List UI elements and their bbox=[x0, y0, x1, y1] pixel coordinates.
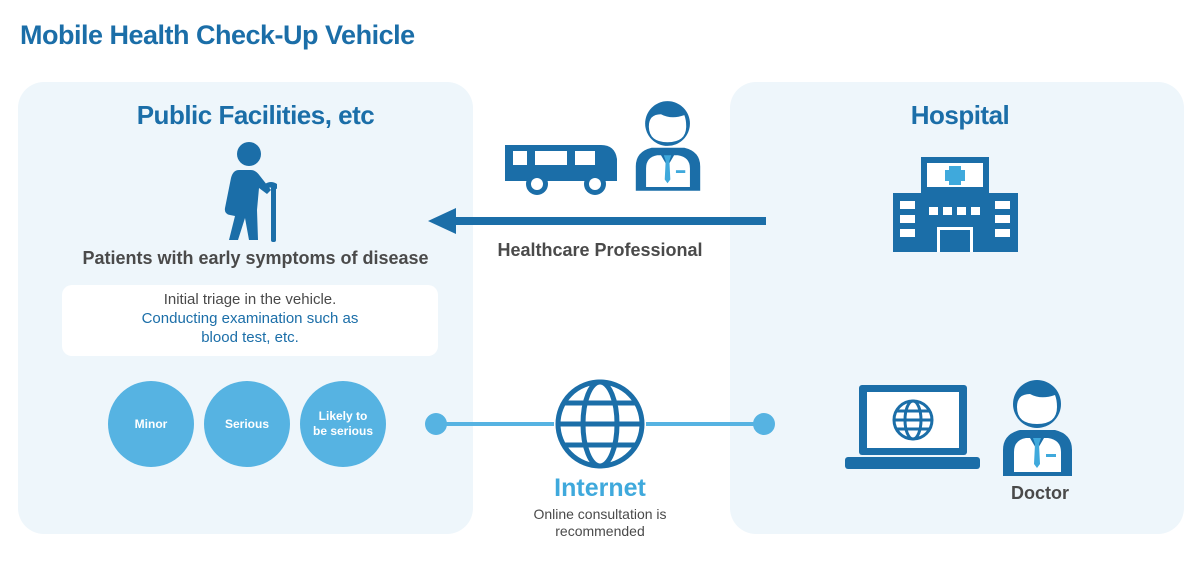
minor-circle: Minor bbox=[108, 381, 194, 467]
internet-connection-line bbox=[425, 413, 775, 435]
triage-note-line2: Conducting examination such as bbox=[141, 310, 359, 327]
triage-note-line1: Initial triage in the vehicle. bbox=[163, 291, 337, 308]
likely-serious-circle: Likely to be serious bbox=[300, 381, 386, 467]
online-consultation-line2: recommended bbox=[555, 523, 645, 539]
serious-label: Serious bbox=[224, 416, 269, 431]
online-consultation-line1: Online consultation is bbox=[533, 506, 667, 522]
page-title: Mobile Health Check-Up Vehicle bbox=[20, 20, 415, 50]
doctor-icon bbox=[1003, 380, 1072, 476]
likely-serious-line2: be serious bbox=[312, 424, 374, 438]
globe-icon bbox=[555, 379, 645, 469]
patients-label: Patients with early symptoms of disease bbox=[82, 248, 429, 268]
arrow-left-icon bbox=[428, 208, 766, 234]
triage-note-line3: blood test, etc. bbox=[201, 329, 299, 346]
healthcare-professional-label: Healthcare Professional bbox=[497, 240, 703, 260]
elderly-patient-icon bbox=[224, 142, 277, 242]
doctor-label: Doctor bbox=[1011, 483, 1069, 503]
likely-serious-line1: Likely to bbox=[318, 409, 368, 423]
hospital-heading: Hospital bbox=[910, 100, 1010, 130]
likely-serious-label: Likely to be serious bbox=[313, 409, 373, 439]
vehicle-icon bbox=[505, 145, 617, 195]
laptop-icon bbox=[845, 385, 980, 469]
public-facilities-heading: Public Facilities, etc bbox=[136, 100, 375, 130]
internet-label: Internet bbox=[554, 474, 646, 502]
hospital-icon bbox=[893, 157, 1018, 252]
minor-label: Minor bbox=[134, 416, 168, 431]
triage-note: Initial triage in the vehicle. Conductin… bbox=[62, 285, 438, 356]
healthcare-professional-icon bbox=[635, 101, 701, 191]
online-consultation-label: Online consultation is recommended bbox=[490, 506, 710, 540]
serious-circle: Serious bbox=[204, 381, 290, 467]
